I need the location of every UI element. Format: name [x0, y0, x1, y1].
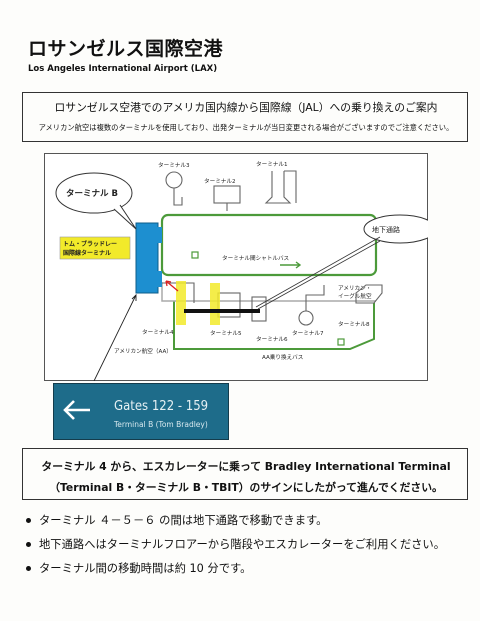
terminal-7-building [298, 310, 314, 326]
bus-stop-marker [191, 251, 199, 259]
page-subtitle: Los Angeles International Airport (LAX) [28, 64, 218, 74]
terminal-2-label: ターミナル2 [204, 177, 236, 185]
shuttle-loop-top [160, 213, 378, 277]
terminal-1-label: ターミナル1 [256, 160, 288, 168]
bullet-dot-icon [26, 565, 31, 571]
terminal-5-highlight [210, 283, 220, 325]
american-airlines-label: アメリカン航空（AA） [114, 347, 172, 355]
bullet-item: 地下通路へはターミナルフロアーから階段やエスカレーターをご利用ください。 [26, 536, 445, 552]
terminal-4-highlight [176, 281, 186, 325]
terminal-4-building [162, 282, 195, 303]
terminal-3-building [165, 171, 183, 189]
tbit-label-line2: 国際線ターミナル [63, 249, 111, 257]
terminal-4-label: ターミナル4 [142, 328, 174, 336]
gate-sign-photo: Gates 122 - 159 Terminal B (Tom Bradley) [53, 383, 229, 440]
underground-callout-pointer [255, 236, 381, 310]
tbit-side [156, 227, 162, 243]
tbit-side [156, 271, 162, 287]
aa-bus-label: AA乗り換えバス [262, 353, 304, 361]
terminal-b-callout-tail [113, 204, 137, 230]
terminal-7-label: ターミナル7 [292, 329, 324, 337]
notice-box: ロサンゼルス空港でのアメリカ国内線から国際線（JAL）への乗り換えのご案内 アメ… [22, 92, 468, 142]
terminal-3-connector [173, 188, 183, 206]
bullet-dot-icon [26, 541, 31, 547]
underground-callout-bubble [363, 214, 428, 244]
terminal-6-label: ターミナル6 [256, 335, 288, 343]
underground-callout-text: 地下通路 [372, 225, 400, 234]
terminal-b-callout-text: ターミナル B [66, 188, 118, 199]
terminal-8-label: ターミナル8 [338, 320, 370, 328]
bullet-item: ターミナル ４－５－６ の間は地下通路で移動できます。 [26, 512, 327, 528]
aa-bus-loop [173, 301, 375, 350]
bullet-text: 地下通路へはターミナルフロアーから階段やエスカレーターをご利用ください。 [39, 538, 446, 551]
shuttle-bus-label: ターミナル間シャトルバス [222, 254, 290, 262]
terminal-1-building [264, 170, 297, 204]
american-eagle-label-2: イーグル航空 [338, 292, 372, 300]
airport-map-drawing: ターミナル B トム・ブラッドレー 国際線ターミナル 地下通路 ターミナル3 タ… [55, 160, 428, 381]
instruction-line-2: （Terminal B・ターミナル B・TBIT）のサインにしたがって進んでくだ… [49, 481, 443, 494]
instruction-line-1: ターミナル 4 から、エスカレーターに乗って Bradley Internati… [41, 460, 451, 473]
arrow-left-icon [63, 400, 90, 420]
bullet-dot-icon [26, 517, 31, 523]
terminal-2-building [213, 185, 241, 204]
terminal-7-connector [305, 285, 325, 311]
tbit-label-box [59, 236, 131, 260]
terminal-5-building [217, 292, 241, 318]
terminal-3-label: ターミナル3 [158, 161, 190, 169]
red-arrow-icon [165, 280, 179, 292]
instruction-box: ターミナル 4 から、エスカレーターに乗って Bradley Internati… [22, 448, 468, 500]
tbit-building [135, 222, 159, 294]
bullet-item: ターミナル間の移動時間は約 10 分です。 [26, 560, 251, 576]
gate-sign-terminal: Terminal B (Tom Bradley) [114, 420, 208, 429]
american-eagle-label-1: アメリカン・ [338, 285, 371, 292]
terminal-5-label: ターミナル5 [210, 329, 242, 337]
shuttle-arrow-icon [280, 261, 302, 269]
sign-to-tbit-arrow [93, 293, 137, 381]
bus-stop-marker [337, 338, 345, 346]
notice-text: アメリカン航空は複数のターミナルを使用しており、出発ターミナルが当日変更される場… [38, 123, 454, 132]
terminal-b-callout-bubble [55, 172, 133, 214]
notice-heading: ロサンゼルス空港でのアメリカ国内線から国際線（JAL）への乗り換えのご案内 [54, 101, 438, 114]
bullet-text: ターミナル間の移動時間は約 10 分です。 [39, 562, 252, 575]
page-title: ロサンゼルス国際空港 [28, 38, 224, 60]
gate-sign-gates: Gates 122 - 159 [114, 399, 209, 414]
tbit-label-line1: トム・ブラッドレー [63, 240, 117, 248]
bullet-text: ターミナル ４－５－６ の間は地下通路で移動できます。 [39, 514, 328, 527]
terminal-8-building [355, 284, 383, 304]
